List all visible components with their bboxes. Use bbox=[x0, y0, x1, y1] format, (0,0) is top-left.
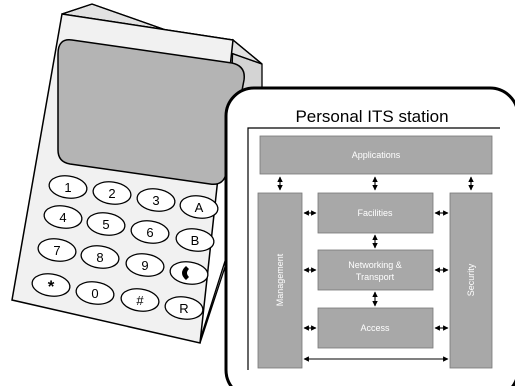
keypad-key-1[interactable] bbox=[48, 173, 89, 200]
layer-facilities bbox=[317, 192, 434, 234]
station-inner-frame bbox=[247, 127, 500, 370]
keypad-key-5[interactable] bbox=[86, 210, 127, 237]
its-station-panel: Personal ITS station Applications Facili… bbox=[224, 86, 515, 386]
layer-management bbox=[257, 192, 303, 369]
keypad-key-8-label: 8 bbox=[96, 250, 103, 265]
layer-connectors bbox=[277, 176, 474, 362]
keypad-key-4[interactable] bbox=[43, 203, 84, 230]
layer-access-label: Access bbox=[360, 323, 390, 333]
keypad-key-4-label: 4 bbox=[59, 210, 66, 225]
layer-access bbox=[317, 307, 434, 349]
keypad-key-6[interactable] bbox=[130, 218, 171, 245]
keypad-key-5-label: 5 bbox=[102, 217, 109, 232]
keypad-key-0-label: 0 bbox=[91, 286, 98, 301]
keypad-key-r[interactable] bbox=[164, 294, 205, 321]
keypad-key-b[interactable] bbox=[175, 226, 216, 253]
layer-security-label: Security bbox=[466, 263, 476, 296]
keypad-key-a-label: A bbox=[195, 200, 204, 215]
keypad-key-hash-label: # bbox=[136, 293, 144, 308]
handheld-device: 1 2 3 A 4 5 6 B 7 8 9 * bbox=[11, 3, 263, 344]
layer-networking-label-2: Transport bbox=[356, 272, 395, 282]
keypad-key-3-label: 3 bbox=[152, 193, 159, 208]
keypad-key-b-label: B bbox=[191, 233, 200, 248]
keypad-key-2[interactable] bbox=[92, 179, 133, 206]
layer-applications-label: Applications bbox=[352, 150, 401, 160]
keypad-key-7-label: 7 bbox=[53, 243, 60, 258]
keypad-key-r-label: R bbox=[179, 301, 188, 316]
keypad-key-a[interactable] bbox=[179, 193, 220, 220]
layer-security bbox=[449, 192, 493, 369]
keypad-key-phone[interactable] bbox=[169, 259, 210, 286]
keypad-key-2-label: 2 bbox=[108, 186, 115, 201]
device-screen bbox=[57, 39, 245, 186]
keypad-key-star[interactable] bbox=[31, 271, 72, 298]
station-title: Personal ITS station bbox=[295, 107, 448, 126]
keypad-key-1-label: 1 bbox=[64, 180, 71, 195]
layer-networking-label-1: Networking & bbox=[348, 260, 402, 270]
keypad-key-9-label: 9 bbox=[141, 258, 148, 273]
keypad-key-6-label: 6 bbox=[146, 225, 153, 240]
keypad: 1 2 3 A 4 5 6 B 7 8 9 * bbox=[31, 173, 220, 321]
layer-facilities-label: Facilities bbox=[357, 208, 393, 218]
keypad-key-8[interactable] bbox=[80, 243, 121, 270]
layer-networking-transport bbox=[317, 249, 434, 291]
layer-applications bbox=[259, 135, 493, 175]
keypad-key-3[interactable] bbox=[136, 186, 177, 213]
keypad-key-7[interactable] bbox=[37, 236, 78, 263]
keypad-key-star-label: * bbox=[48, 277, 55, 296]
keypad-key-hash[interactable] bbox=[120, 286, 161, 313]
keypad-key-9[interactable] bbox=[125, 251, 166, 278]
keypad-key-0[interactable] bbox=[75, 279, 116, 306]
phone-icon bbox=[182, 266, 189, 280]
layer-management-label: Management bbox=[275, 253, 285, 306]
